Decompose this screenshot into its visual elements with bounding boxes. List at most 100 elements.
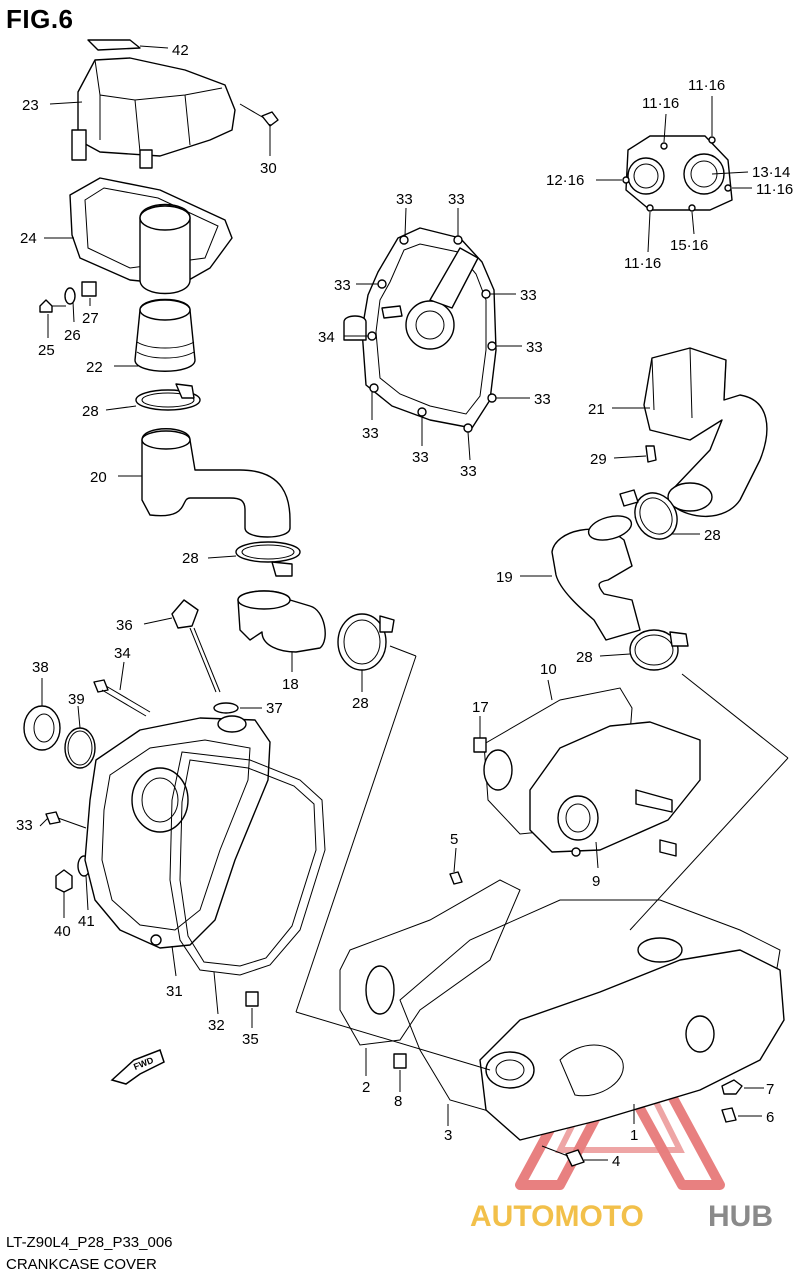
part-42-seal <box>87 39 169 51</box>
callout-34-right: 34 <box>318 329 335 346</box>
callout-1: 1 <box>630 1127 638 1144</box>
part-31-crankcase-cover <box>84 715 271 977</box>
callout-33-5: 33 <box>526 339 543 356</box>
part-28-clamp-a <box>105 383 201 411</box>
callout-12-16: 12·16 <box>546 172 584 189</box>
part-28-clamp-b <box>207 541 301 577</box>
callout-29: 29 <box>590 451 607 468</box>
figure-title: FIG.6 <box>6 4 74 34</box>
callout-28-c: 28 <box>352 695 369 712</box>
part-23-cleaner-cap <box>49 57 236 169</box>
watermark-text: AUTOMOTO HUB <box>470 1200 773 1233</box>
callout-21: 21 <box>588 401 605 418</box>
part-36-oil-cap <box>143 599 221 693</box>
part-33-bolt-left <box>39 811 87 829</box>
callout-33-6: 33 <box>534 391 551 408</box>
part-28-clamp-c <box>337 613 395 692</box>
watermark-word-a: AUTOMOTO <box>470 1200 644 1233</box>
callout-24: 24 <box>20 230 37 247</box>
part-6-bolt <box>721 1107 762 1123</box>
part-24-cleaner-case <box>44 177 233 295</box>
part-38-seal <box>23 678 61 751</box>
part-30-screw <box>239 103 279 156</box>
part-29-screw <box>613 445 657 463</box>
part-4-bolt <box>541 1145 608 1167</box>
callout-33-9: 33 <box>460 463 477 480</box>
callout-10: 10 <box>540 661 557 678</box>
callout-2: 2 <box>362 1079 370 1096</box>
watermark-word-b: HUB <box>708 1200 773 1233</box>
part-17-dowel <box>473 716 487 753</box>
callout-15-16: 15·16 <box>670 237 708 254</box>
callout-5: 5 <box>450 831 458 848</box>
part-2-gasket <box>339 879 521 1076</box>
part-7-washer <box>721 1079 764 1095</box>
callout-25: 25 <box>38 342 55 359</box>
callout-23: 23 <box>22 97 39 114</box>
part-40-nut <box>55 869 73 918</box>
callout-34-left: 34 <box>114 645 131 662</box>
callout-22: 22 <box>86 359 103 376</box>
callout-9: 9 <box>592 873 600 890</box>
callout-28-d: 28 <box>704 527 721 544</box>
part-13-14-cover <box>596 96 752 253</box>
part-8-dowel <box>393 1053 407 1092</box>
callout-11-16-c: 11·16 <box>756 181 793 198</box>
part-37-o-ring <box>213 702 262 714</box>
callout-3: 3 <box>444 1127 452 1144</box>
callout-11-16-a: 11·16 <box>642 95 679 112</box>
callout-36: 36 <box>116 617 133 634</box>
part-35-dowel <box>245 991 259 1028</box>
part-22-joint <box>114 298 196 372</box>
callout-28-b: 28 <box>182 550 199 567</box>
callout-30: 30 <box>260 160 277 177</box>
callout-19: 19 <box>496 569 513 586</box>
section-caption: CRANKCASE COVER <box>6 1256 157 1273</box>
callout-33-3: 33 <box>334 277 351 294</box>
callout-11-16-b: 11·16 <box>688 77 725 94</box>
part-18-joint <box>237 590 326 672</box>
callout-4: 4 <box>612 1153 620 1170</box>
callout-11-16-d: 11·16 <box>624 255 661 272</box>
callout-33-7: 33 <box>362 425 379 442</box>
part-21-duct <box>612 347 768 518</box>
callout-32: 32 <box>208 1017 225 1034</box>
callout-17: 17 <box>472 699 489 716</box>
callout-40: 40 <box>54 923 71 940</box>
model-code-caption: LT-Z90L4_P28_P33_006 <box>6 1234 173 1251</box>
callout-28-a: 28 <box>82 403 99 420</box>
callout-41: 41 <box>78 913 95 930</box>
connection-lines <box>295 645 789 1071</box>
part-25-bolt <box>39 299 66 338</box>
callout-6: 6 <box>766 1109 774 1126</box>
callout-13-14: 13·14 <box>752 164 790 181</box>
part-1-cvt-cover <box>479 937 785 1141</box>
part-39-o-ring <box>64 705 96 769</box>
callout-37: 37 <box>266 700 283 717</box>
callout-38: 38 <box>32 659 49 676</box>
callout-42: 42 <box>172 42 189 59</box>
callout-27: 27 <box>82 310 99 327</box>
part-9-cover <box>529 721 701 869</box>
callout-31: 31 <box>166 983 183 1000</box>
part-5-bolt <box>449 847 463 885</box>
part-26-washer <box>64 287 76 323</box>
callout-33-4: 33 <box>520 287 537 304</box>
part-28-clamp-d <box>619 489 700 540</box>
callout-18: 18 <box>282 676 299 693</box>
callout-7: 7 <box>766 1081 774 1098</box>
part-32-gasket <box>169 751 326 1015</box>
callout-35: 35 <box>242 1031 259 1048</box>
callout-33-2: 33 <box>448 191 465 208</box>
callout-20: 20 <box>90 469 107 486</box>
callout-8: 8 <box>394 1093 402 1110</box>
part-34-bolt <box>93 661 151 717</box>
callout-28-e: 28 <box>576 649 593 666</box>
callout-33-left: 33 <box>16 817 33 834</box>
callout-33-1: 33 <box>396 191 413 208</box>
part-27-collar <box>81 281 97 306</box>
generator-cover <box>343 207 530 461</box>
part-19-hose <box>520 515 641 641</box>
callout-26: 26 <box>64 327 81 344</box>
